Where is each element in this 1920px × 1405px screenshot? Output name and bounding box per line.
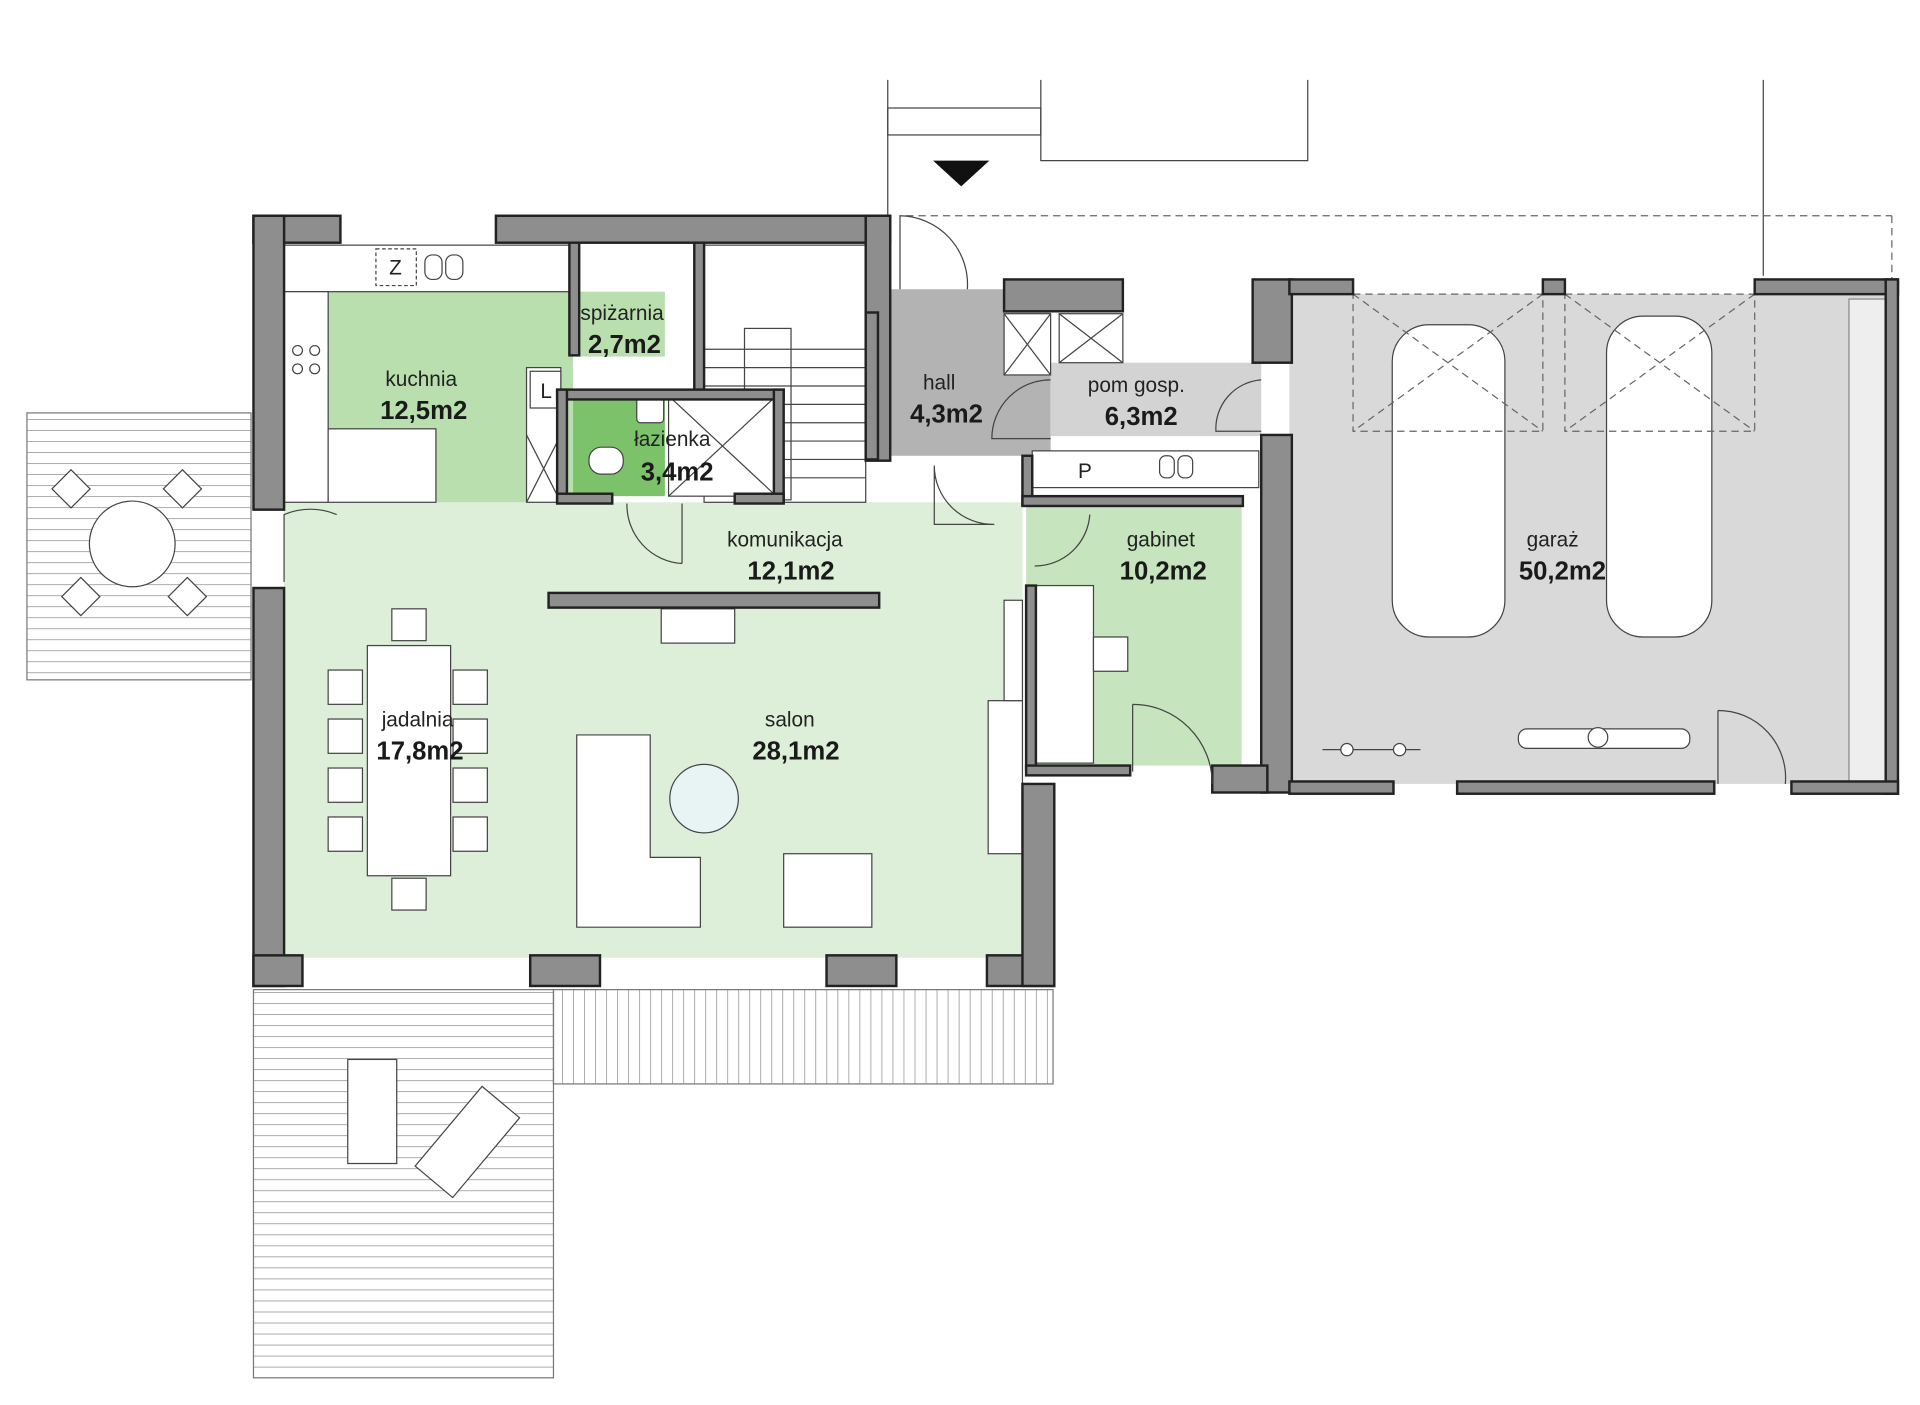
- salon-label: salon: [765, 708, 815, 731]
- garage-floor: [1289, 294, 1890, 784]
- entrance-arrow-icon: [933, 160, 990, 187]
- kuchnia-label: kuchnia: [385, 368, 457, 391]
- site-lines: [887, 79, 1893, 290]
- bathroom-fixtures: [588, 395, 777, 497]
- garaz-label: garaż: [1527, 528, 1579, 551]
- garage-door-track: [1848, 298, 1887, 785]
- terrace-bottom-left: [252, 989, 555, 1379]
- pom-gosp-label: pom gosp.: [1088, 374, 1185, 397]
- gabinet-area: 10,2m2: [1120, 557, 1207, 585]
- spizarnia-label: spiżarnia: [580, 302, 664, 325]
- pantry-floor: [573, 291, 665, 357]
- fridge: [375, 248, 417, 287]
- kuchnia-area: 12,5m2: [380, 397, 467, 425]
- boiler-label: P: [1078, 460, 1092, 483]
- terrace-bottom-right: [552, 989, 1054, 1085]
- sun-loungers: [347, 1058, 521, 1199]
- pom-gosp-area: 6,3m2: [1105, 403, 1178, 431]
- cars: [1322, 293, 1756, 757]
- hall-label: hall: [923, 372, 955, 395]
- komunikacja-area: 12,1m2: [747, 557, 834, 585]
- utility-fixtures: P: [1003, 313, 1260, 489]
- walls: [252, 214, 1900, 988]
- gabinet-label: gabinet: [1127, 528, 1195, 551]
- washer-label: L: [540, 380, 552, 403]
- hall-area: 4,3m2: [910, 401, 983, 429]
- jadalnia-area: 17,8m2: [376, 737, 463, 765]
- fridge-label: Z: [389, 257, 402, 280]
- sofa-set: [576, 584, 1129, 928]
- salon-area: 28,1m2: [752, 737, 839, 765]
- garaz-area: 50,2m2: [1519, 557, 1606, 585]
- spizarnia-area: 2,7m2: [588, 331, 661, 359]
- terrace-table: [51, 468, 208, 617]
- doors: [283, 215, 1787, 784]
- kitchen-counters: Z L: [283, 244, 573, 503]
- lazienka-label: łazienka: [634, 428, 711, 451]
- jadalnia-label: jadalnia: [381, 708, 454, 731]
- komunikacja-label: komunikacja: [727, 528, 843, 551]
- dining-set: [327, 608, 488, 911]
- lazienka-area: 3,4m2: [641, 458, 714, 486]
